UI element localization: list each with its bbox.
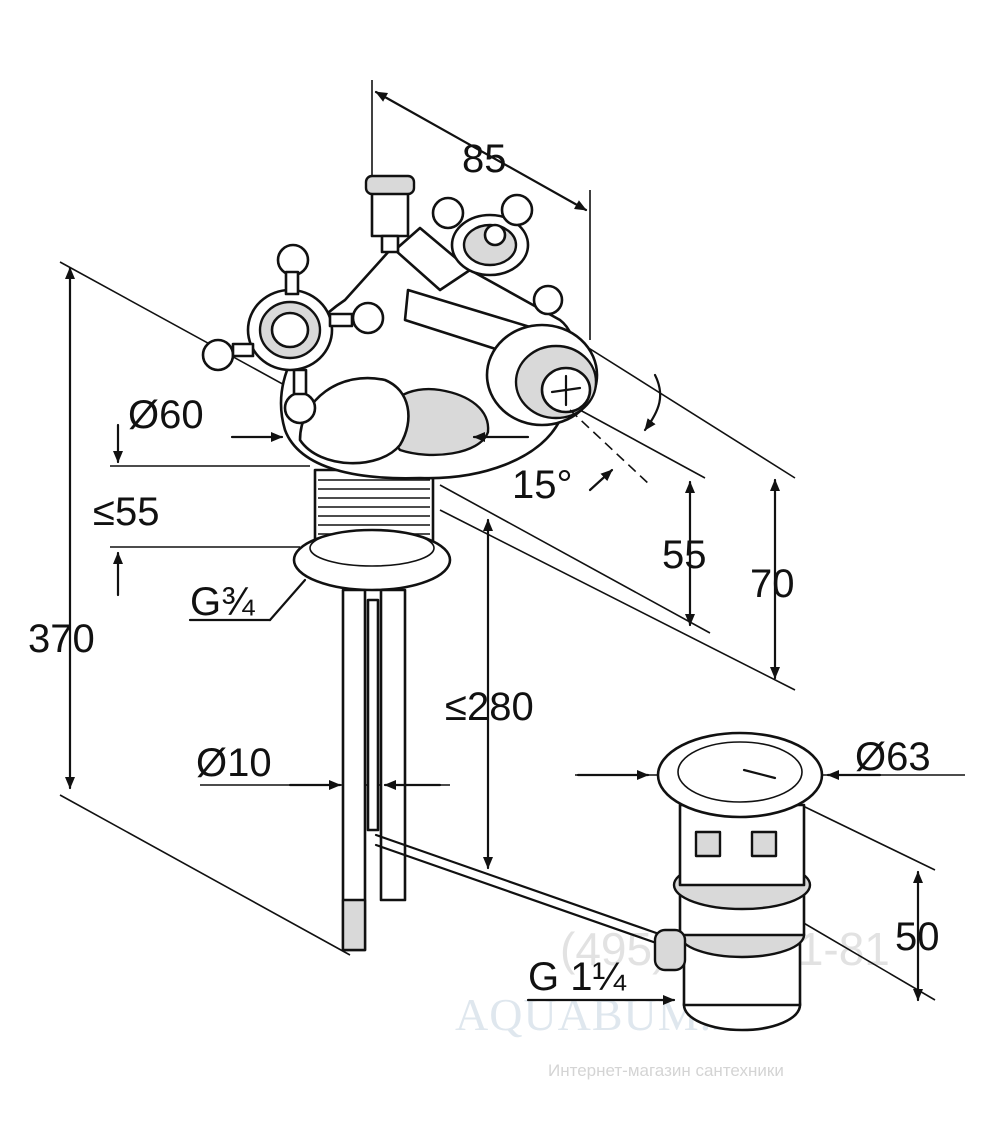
label-15-degrees: 15°: [512, 463, 573, 507]
label-370: 370: [28, 617, 95, 661]
label-dia-60: Ø60: [128, 393, 204, 437]
left-cross-handle: [201, 243, 385, 425]
label-max-55: ≤55: [93, 490, 159, 534]
label-g-three-quarter: G¾: [190, 580, 255, 624]
label-55: 55: [662, 533, 707, 577]
label-85: 85: [462, 137, 507, 181]
linkage-rod: [374, 833, 664, 937]
label-50: 50: [895, 915, 940, 959]
label-dia-10: Ø10: [196, 741, 272, 785]
dimension-lines: [65, 90, 923, 1005]
label-dia-63: Ø63: [855, 735, 931, 779]
label-g-one-quarter: G 1¼: [528, 955, 626, 999]
dimension-labels: 85 Ø60 ≤55 G¾ 370 Ø10 ≤280 15° 55 70 Ø63…: [28, 137, 940, 999]
label-70: 70: [750, 562, 795, 606]
popup-rod: [366, 598, 380, 832]
hose-left: [341, 588, 367, 952]
watermark-tagline: Интернет-магазин сантехники: [548, 1061, 784, 1080]
spout-nozzle: [403, 288, 599, 427]
mixer-body: [201, 174, 664, 952]
popup-knob: [370, 188, 410, 238]
waste-valve: [653, 731, 824, 1032]
label-max-280: ≤280: [445, 685, 534, 729]
